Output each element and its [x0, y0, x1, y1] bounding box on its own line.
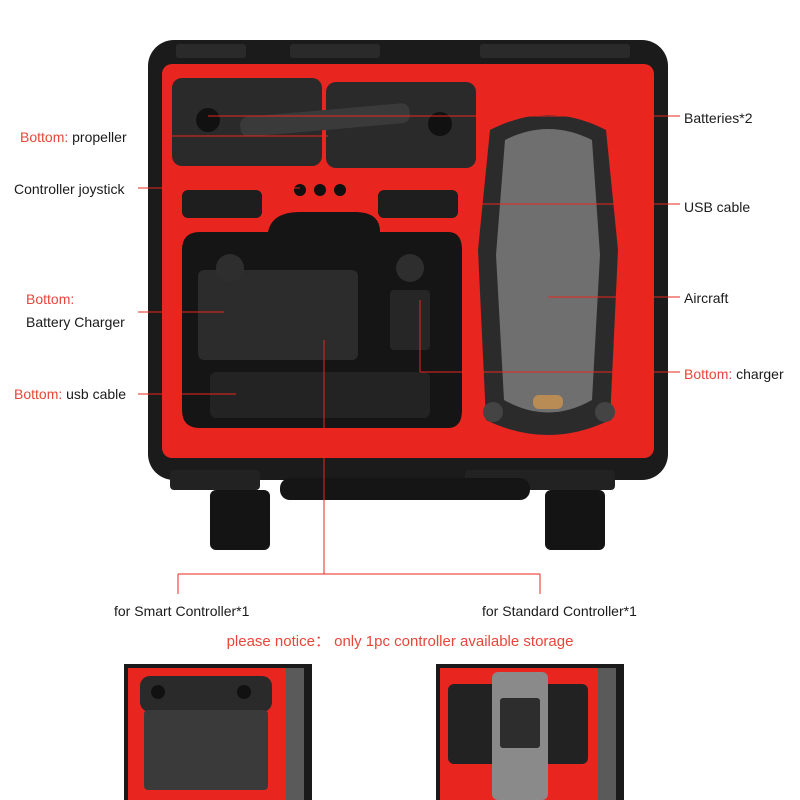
- charger-text: charger: [736, 366, 784, 382]
- label-bottom-propeller: Bottom: propeller: [20, 129, 127, 146]
- label-batteries: Batteries*2: [684, 110, 753, 126]
- label-aircraft: Aircraft: [684, 290, 729, 306]
- bottom-prefix: Bottom:: [14, 386, 63, 402]
- label-bottom-charger: Bottom: charger: [684, 366, 784, 383]
- label-controller-joystick: Controller joystick: [14, 181, 125, 197]
- label-bottom-usb-cable: Bottom: usb cable: [14, 386, 126, 403]
- label-battery-charger: Battery Charger: [26, 314, 125, 330]
- charger-compartment: [182, 212, 462, 428]
- propeller-cutout: [172, 78, 476, 168]
- label-bottom-prefix-charger: Bottom:: [26, 291, 75, 307]
- joystick-cutout: [294, 184, 346, 196]
- caption-smart-controller: for Smart Controller*1: [114, 603, 250, 619]
- usb-cable-cutout-left: [182, 190, 262, 218]
- standard-controller-thumbnail: [436, 664, 624, 800]
- aircraft-cutout: [478, 115, 618, 435]
- leader-lines: [138, 115, 680, 594]
- usb-cable-cutout-right: [378, 190, 458, 218]
- propeller-text: propeller: [72, 129, 127, 145]
- smart-controller-thumbnail: [124, 664, 312, 800]
- label-usb-cable: USB cable: [684, 199, 751, 215]
- caption-standard-controller: for Standard Controller*1: [482, 603, 637, 619]
- bottom-prefix: Bottom:: [684, 366, 733, 382]
- bottom-prefix: Bottom:: [20, 129, 69, 145]
- usb-text: usb cable: [66, 386, 127, 402]
- storage-notice: please notice： only 1pc controller avail…: [226, 633, 574, 650]
